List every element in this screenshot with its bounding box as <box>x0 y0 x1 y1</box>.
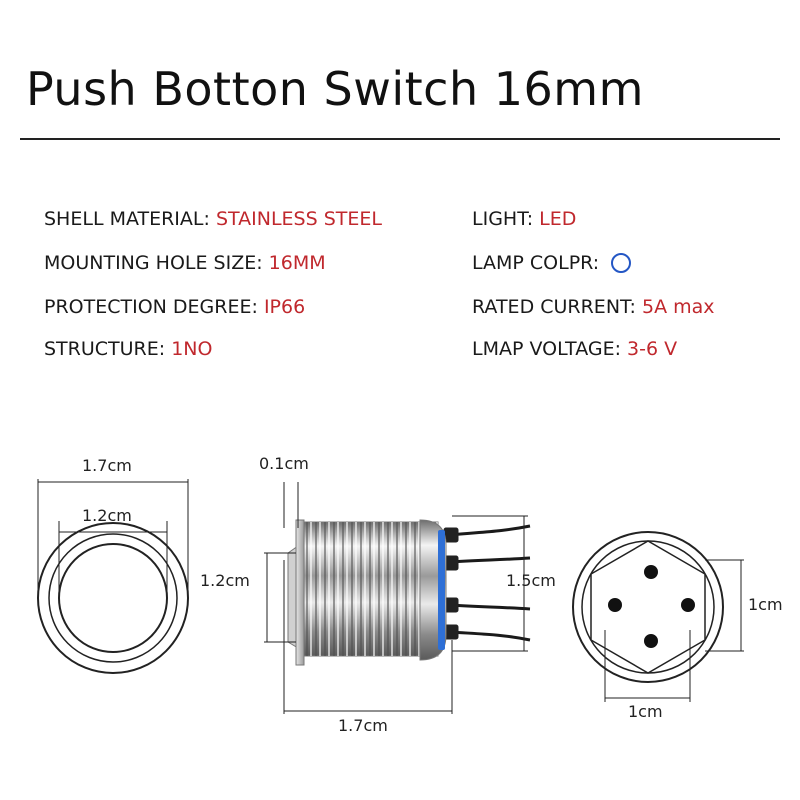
rear-outer-ring <box>572 531 724 683</box>
lamp-color-circle-icon <box>611 253 632 273</box>
flange <box>295 519 305 666</box>
outer-ring <box>37 522 189 674</box>
spec-value: 16MM <box>268 252 326 274</box>
spec-label: LIGHT: <box>472 208 534 230</box>
page-title: Push Botton Switch 16mm <box>26 62 644 116</box>
spec-rated-current: RATED CURRENT: 5A max <box>472 296 715 318</box>
front-view <box>37 479 189 674</box>
spec-lamp-color: LAMP COLPR: <box>472 252 632 274</box>
button-diameter-label: 1.2cm <box>200 571 250 590</box>
side-view <box>264 482 531 714</box>
title-divider <box>20 138 780 140</box>
led-ring <box>438 530 445 650</box>
spec-label: PROTECTION DEGREE: <box>44 296 258 318</box>
spec-lamp-voltage: LMAP VOLTAGE: 3-6 V <box>472 338 677 360</box>
length-label: 1.7cm <box>338 716 388 735</box>
middle-ring <box>48 533 178 663</box>
spec-shell-material: SHELL MATERIAL: STAINLESS STEEL <box>44 208 382 230</box>
rear-width-label: 1cm <box>628 702 663 721</box>
front-inner-diameter-label: 1.2cm <box>82 506 132 525</box>
terminal-pins <box>608 565 695 648</box>
spec-label: RATED CURRENT: <box>472 296 636 318</box>
spec-structure: STRUCTURE: 1NO <box>44 338 212 360</box>
spec-label: LMAP VOLTAGE: <box>472 338 621 360</box>
rear-height-label: 1cm <box>748 595 783 614</box>
spec-label: MOUNTING HOLE SIZE: <box>44 252 263 274</box>
spec-label: SHELL MATERIAL: <box>44 208 210 230</box>
body-diameter-label: 1.5cm <box>506 571 556 590</box>
spec-value: STAINLESS STEEL <box>215 208 382 230</box>
spec-label: STRUCTURE: <box>44 338 166 360</box>
spec-protection: PROTECTION DEGREE: IP66 <box>44 296 305 318</box>
spec-value: LED <box>539 208 577 230</box>
rear-inner-ring <box>581 540 715 674</box>
spec-light: LIGHT: LED <box>472 208 576 230</box>
flange-thickness-label: 0.1cm <box>259 454 309 473</box>
inner-button <box>58 543 168 653</box>
spec-value: 5A max <box>642 296 715 318</box>
rear-view <box>572 531 744 702</box>
spec-mounting-hole: MOUNTING HOLE SIZE: 16MM <box>44 252 326 274</box>
spec-value: IP66 <box>263 296 306 318</box>
front-outer-diameter-label: 1.7cm <box>82 456 132 475</box>
spec-value: 1NO <box>171 338 213 360</box>
spec-value: 3-6 V <box>627 338 678 360</box>
spec-label: LAMP COLPR: <box>472 252 600 274</box>
